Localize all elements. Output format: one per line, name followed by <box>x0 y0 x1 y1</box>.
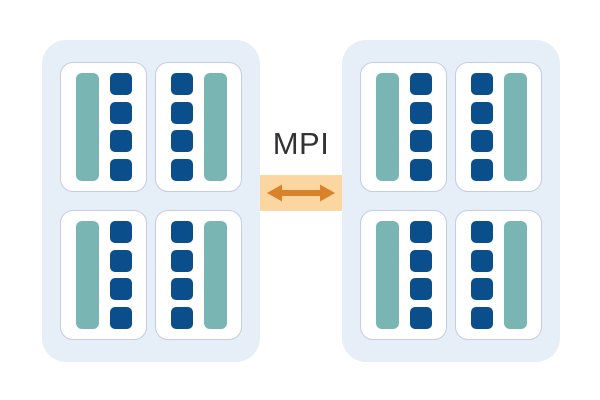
core-square-icon <box>409 73 432 95</box>
memory-bar-icon <box>75 73 99 181</box>
core-square-icon <box>170 130 193 153</box>
memory-bar-icon <box>203 73 227 181</box>
core-square-icon <box>409 249 432 272</box>
memory-bar-icon <box>75 221 99 329</box>
mpi-label: MPI <box>272 126 330 161</box>
core-square-icon <box>409 306 432 329</box>
core-square-icon <box>109 306 132 329</box>
core-square-icon <box>409 158 432 181</box>
socket-card-right-2 <box>360 210 447 340</box>
core-square-icon <box>470 249 493 272</box>
core-column <box>409 73 432 181</box>
core-square-icon <box>109 158 132 181</box>
socket-card-left-2 <box>60 210 147 340</box>
core-column <box>470 73 493 181</box>
memory-bar-icon <box>503 221 527 329</box>
core-square-icon <box>470 73 493 95</box>
core-square-icon <box>470 278 493 301</box>
core-square-icon <box>109 73 132 95</box>
core-square-icon <box>170 158 193 181</box>
core-square-icon <box>409 101 432 124</box>
core-square-icon <box>170 221 193 243</box>
socket-card-right-0 <box>360 62 447 192</box>
core-column <box>170 73 193 181</box>
core-square-icon <box>470 221 493 243</box>
core-square-icon <box>109 221 132 243</box>
socket-card-left-1 <box>155 62 242 192</box>
core-square-icon <box>170 73 193 95</box>
core-square-icon <box>409 278 432 301</box>
core-square-icon <box>470 130 493 153</box>
core-square-icon <box>170 101 193 124</box>
core-column <box>470 221 493 329</box>
socket-card-right-1 <box>455 62 542 192</box>
memory-bar-icon <box>375 73 399 181</box>
memory-bar-icon <box>375 221 399 329</box>
socket-card-left-0 <box>60 62 147 192</box>
core-column <box>109 73 132 181</box>
mpi-interconnect: MPI <box>260 128 342 211</box>
socket-card-left-3 <box>155 210 242 340</box>
core-square-icon <box>109 278 132 301</box>
core-square-icon <box>470 101 493 124</box>
core-square-icon <box>409 130 432 153</box>
mpi-arrow-band <box>260 175 342 211</box>
core-square-icon <box>109 101 132 124</box>
core-square-icon <box>170 249 193 272</box>
core-square-icon <box>109 249 132 272</box>
core-square-icon <box>409 221 432 243</box>
core-square-icon <box>470 306 493 329</box>
core-column <box>109 221 132 329</box>
core-square-icon <box>170 278 193 301</box>
core-square-icon <box>170 306 193 329</box>
core-square-icon <box>109 130 132 153</box>
memory-bar-icon <box>203 221 227 329</box>
double-headed-arrow-icon <box>267 184 335 202</box>
node-panel-right <box>342 40 560 362</box>
socket-card-right-3 <box>455 210 542 340</box>
core-column <box>409 221 432 329</box>
core-square-icon <box>470 158 493 181</box>
core-column <box>170 221 193 329</box>
node-panel-left <box>42 40 260 362</box>
memory-bar-icon <box>503 73 527 181</box>
